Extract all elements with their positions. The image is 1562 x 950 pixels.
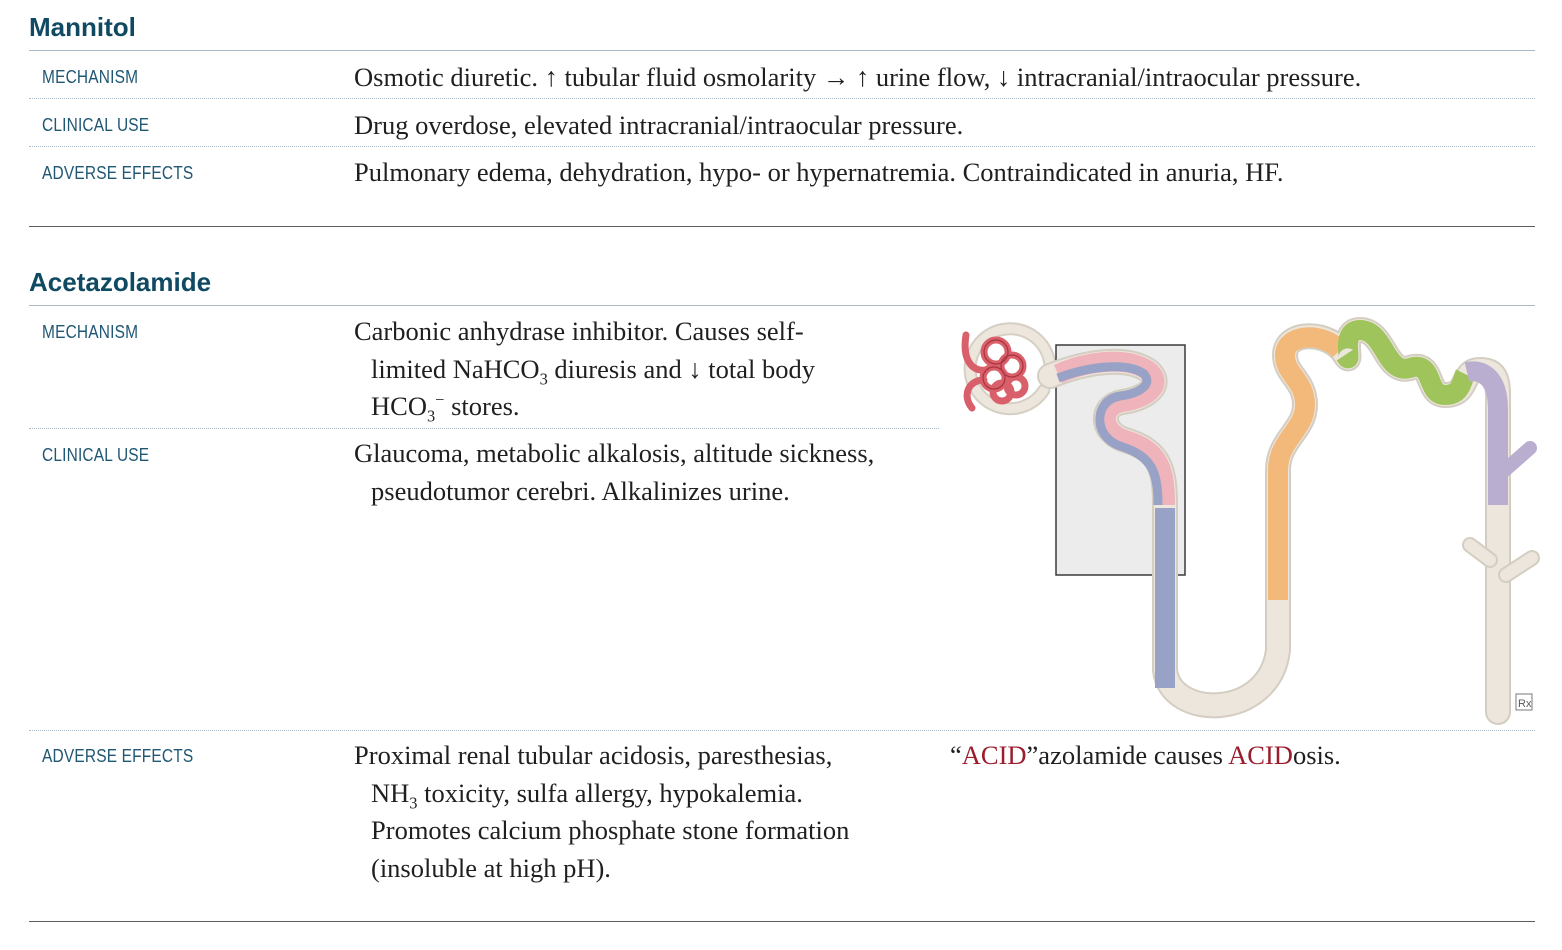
acid-mnemonic: “ACID”azolamide causes ACIDosis. <box>950 737 1341 775</box>
clinical-use-line-2: pseudotumor cerebri. Alkalinizes urine. <box>371 475 790 506</box>
superscript: − <box>435 390 445 410</box>
subscript: 3 <box>426 406 436 426</box>
mnemonic-acid-highlight: ACID <box>961 740 1027 770</box>
rx-badge-box <box>1515 693 1533 711</box>
hco3-text: HCO <box>371 391 427 421</box>
acetazolamide-clinical-use-text: Glaucoma, metabolic alkalosis, altitude … <box>354 435 944 510</box>
collecting-duct-purple <box>1464 361 1508 505</box>
subscript: 3 <box>409 792 418 812</box>
section-end-rule <box>29 226 1535 227</box>
row-divider <box>29 98 1535 99</box>
mnemonic-acid-highlight: ACID <box>1228 740 1293 770</box>
collecting-duct-branch-right-inner <box>1500 552 1538 581</box>
nephron-diagram: Rx <box>961 317 1540 725</box>
mannitol-title: Mannitol <box>29 12 136 42</box>
mechanism-line-1: Carbonic anhydrase inhibitor. Causes sel… <box>354 316 804 346</box>
adverse-line-4: (insoluble at high pH). <box>371 852 611 883</box>
mechanism-line-3-rest: stores. <box>444 391 520 421</box>
acetazolamide-title-rule <box>29 305 1535 306</box>
mechanism-line-2-rest: diuresis and ↓ total body <box>547 353 815 384</box>
adverse-line-3: Promotes calcium phosphate stone formati… <box>371 815 850 845</box>
mnemonic-open-quote: “ <box>950 740 962 770</box>
mannitol-clinical-use-text: Drug overdose, elevated intracranial/int… <box>354 110 964 140</box>
bowmans-capsule-inner <box>965 324 1055 414</box>
acetazolamide-adverse-effects-text: Proximal renal tubular acidosis, paresth… <box>354 737 934 887</box>
distal-convoluted-tubule <box>1336 319 1475 406</box>
mannitol-adverse-effects-text: Pulmonary edema, dehydration, hypo- or h… <box>354 157 1284 187</box>
adverse-line-1: Proximal renal tubular acidosis, paresth… <box>354 740 833 770</box>
proximal-tubule-pink <box>1053 351 1175 506</box>
acetazolamide-clinical-use-label: CLINICAL USE <box>42 445 150 465</box>
mannitol-title-rule <box>29 50 1535 51</box>
acetazolamide-mechanism-label: MECHANISM <box>42 322 139 342</box>
acetazolamide-mechanism-text: Carbonic anhydrase inhibitor. Causes sel… <box>354 313 934 426</box>
mannitol-adverse-effects-label: ADVERSE EFFECTS <box>42 163 194 183</box>
row-divider <box>29 428 939 429</box>
mannitol-mechanism-text: Osmotic diuretic. ↑ tubular fluid osmola… <box>354 62 1362 92</box>
clinical-use-line-1: Glaucoma, metabolic alkalosis, altitude … <box>354 438 875 468</box>
mechanism-line-3: HCO3− stores. <box>354 388 934 426</box>
nh3-text: NH <box>371 777 410 808</box>
nahco3-text: limited NaHCO <box>371 353 540 384</box>
section-end-rule <box>29 921 1535 922</box>
proximal-tubule-blue <box>1056 362 1163 506</box>
collecting-duct-branch-upper <box>1498 441 1537 477</box>
row-divider <box>29 730 1535 731</box>
mannitol-clinical-use-label: CLINICAL USE <box>42 115 150 135</box>
acetazolamide-adverse-effects-label: ADVERSE EFFECTS <box>42 746 194 766</box>
rx-badge: Rx <box>1518 698 1532 710</box>
acetazolamide-title: Acetazolamide <box>29 267 212 297</box>
glomerulus-detail <box>982 339 1024 390</box>
mnemonic-end: osis. <box>1292 740 1341 770</box>
subscript: 3 <box>539 368 548 388</box>
thick-ascending-limb <box>1268 327 1348 600</box>
mechanism-line-2: limited NaHCO3 diuresis and ↓ total body <box>354 351 934 389</box>
row-divider <box>29 146 1535 147</box>
collecting-duct-branch-left-inner <box>1464 539 1496 566</box>
mannitol-mechanism-label: MECHANISM <box>42 67 139 87</box>
mnemonic-middle: ”azolamide causes <box>1026 740 1229 770</box>
adverse-line-2: NH3 toxicity, sulfa allergy, hypokalemia… <box>354 775 934 813</box>
adverse-line-2-rest: toxicity, sulfa allergy, hypokalemia. <box>417 777 803 808</box>
